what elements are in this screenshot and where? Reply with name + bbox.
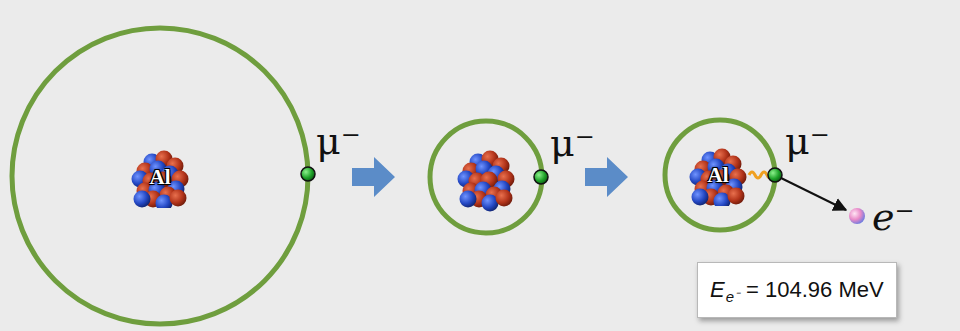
muon-label: μ⁻ bbox=[550, 124, 595, 162]
electron bbox=[849, 208, 865, 224]
element-symbol: Al bbox=[708, 165, 729, 186]
step-arrow bbox=[352, 157, 395, 197]
muon-label: μ⁻ bbox=[785, 122, 830, 160]
orbit bbox=[12, 28, 308, 324]
electron-label: e⁻ bbox=[872, 198, 915, 236]
energy-value: = 104.96 MeV bbox=[746, 279, 884, 301]
energy-symbol: E bbox=[710, 279, 725, 301]
nucleon bbox=[728, 188, 745, 205]
energy-box: Ee⁻ = 104.96 MeV bbox=[697, 262, 897, 318]
emission-arrow bbox=[781, 178, 846, 210]
muon-label: μ⁻ bbox=[316, 122, 361, 160]
energy-subscript: e⁻ bbox=[726, 289, 739, 304]
nucleus: Al bbox=[688, 144, 748, 206]
step-arrow bbox=[585, 157, 628, 197]
nucleon bbox=[692, 189, 709, 206]
orbit bbox=[430, 121, 542, 233]
nucleon bbox=[170, 190, 187, 207]
nucleus: Al bbox=[130, 146, 190, 208]
element-symbol: Al bbox=[150, 167, 171, 188]
nucleon bbox=[460, 191, 477, 208]
nucleon bbox=[496, 190, 513, 207]
orbit bbox=[665, 120, 775, 230]
nucleon bbox=[134, 191, 151, 208]
nucleus bbox=[458, 151, 515, 212]
muon bbox=[301, 167, 315, 181]
muon bbox=[768, 168, 782, 182]
muon bbox=[534, 170, 548, 184]
